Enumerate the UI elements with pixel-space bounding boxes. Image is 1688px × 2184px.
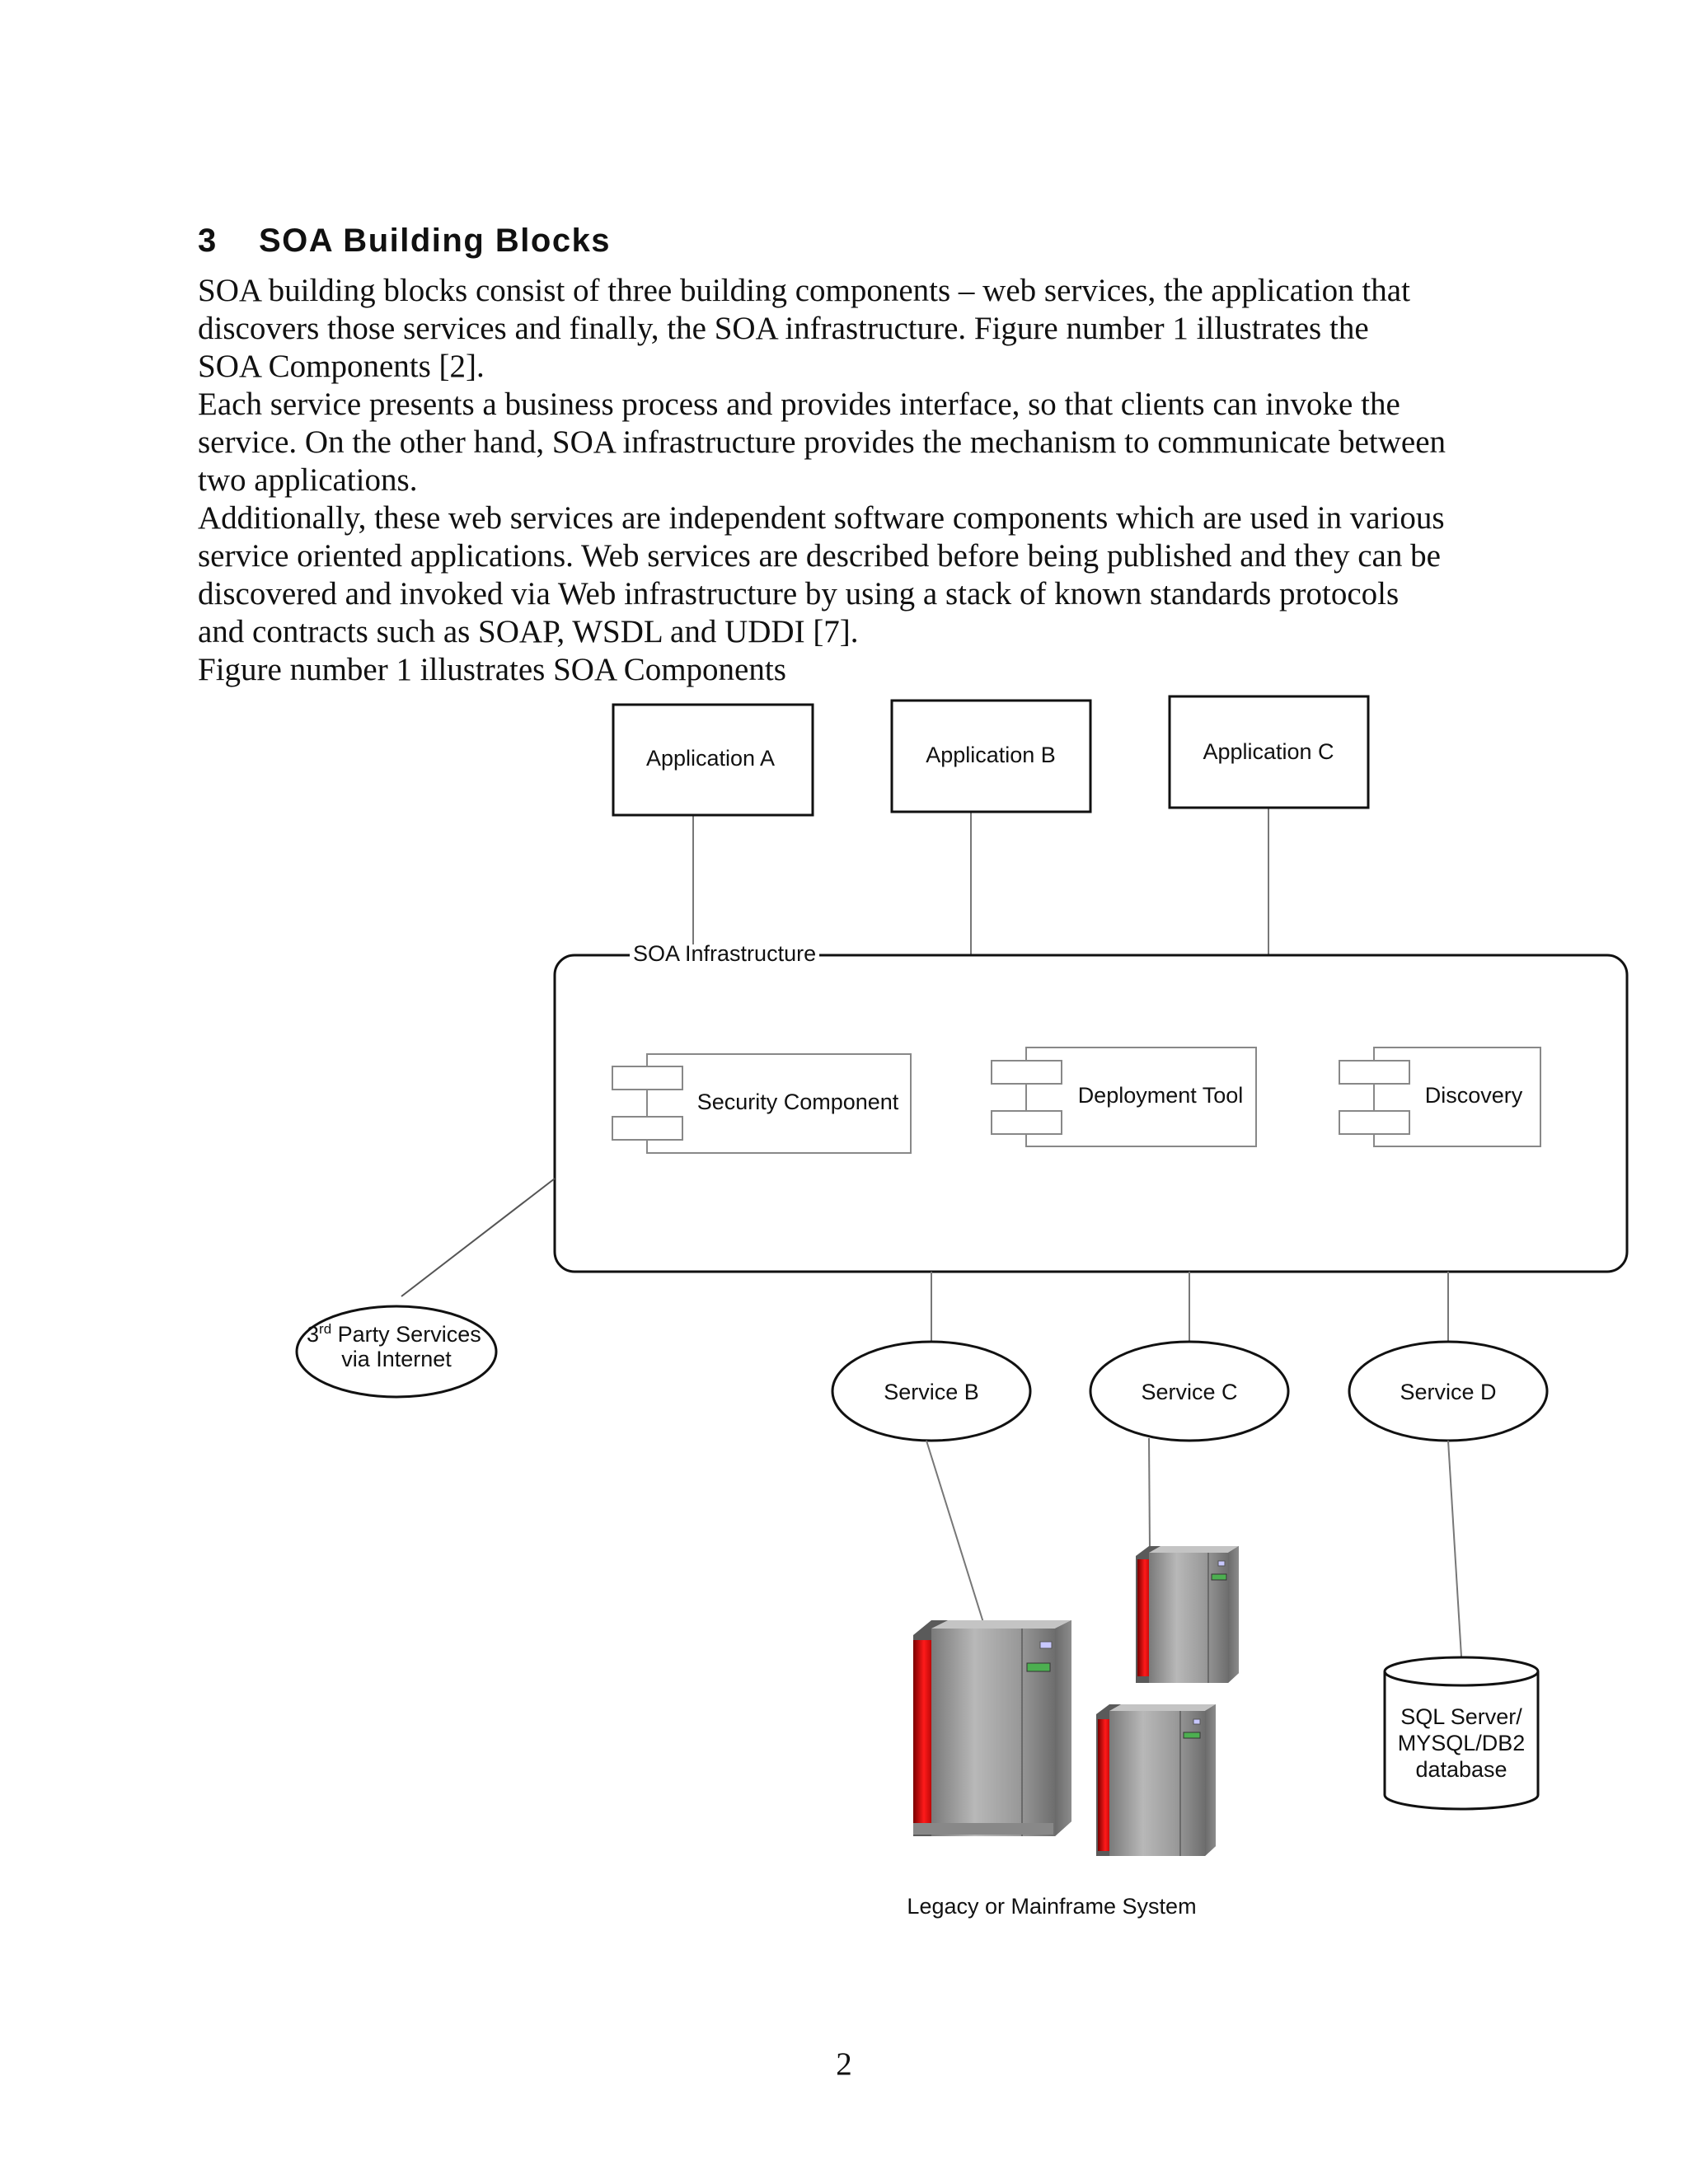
figure-caption: Figure number 1 illustrates SOA Componen… xyxy=(198,652,786,687)
discovery-label: Discovery xyxy=(1425,1083,1523,1108)
application-c-box: Application C xyxy=(1168,695,1370,809)
application-c-label: Application C xyxy=(1203,739,1334,764)
third-party-services-node: 3rd Party Services via Internet xyxy=(295,1305,498,1399)
paragraph-line: and contracts such as SOAP, WSDL and UDD… xyxy=(198,614,859,649)
database-label-line3: database xyxy=(1415,1757,1507,1782)
database-label-line1: SQL Server/ xyxy=(1400,1704,1522,1729)
large-mainframe-server-icon xyxy=(913,1620,1071,1836)
security-component-label: Security Component xyxy=(697,1090,899,1114)
application-b-label: Application B xyxy=(926,743,1056,767)
paragraph-line: SOA building blocks consist of three bui… xyxy=(198,273,1410,308)
deployment-tool-component: Deployment Tool xyxy=(991,1047,1257,1147)
connector-line xyxy=(926,1440,986,1629)
connector-line xyxy=(1447,1440,1462,1657)
paragraph-line: Each service presents a business process… xyxy=(198,387,1400,422)
section-title: SOA Building Blocks xyxy=(259,223,612,259)
third-party-label-line2: via Internet xyxy=(341,1347,452,1371)
paragraph-line: Additionally, these web services are ind… xyxy=(198,500,1445,536)
service-b-node: Service B xyxy=(831,1340,1032,1442)
soa-infrastructure-label: SOA Infrastructure xyxy=(633,941,816,966)
application-a-box: Application A xyxy=(612,703,814,817)
paragraph-line: discovered and invoked via Web infrastru… xyxy=(198,576,1400,612)
section-heading: 3 SOA Building Blocks xyxy=(198,223,611,260)
service-b-label: Service B xyxy=(884,1380,979,1404)
paragraph-line: two applications. xyxy=(198,462,418,498)
service-d-label: Service D xyxy=(1400,1380,1496,1404)
body-text: SOA building blocks consist of three bui… xyxy=(198,272,1582,689)
service-d-node: Service D xyxy=(1348,1340,1549,1442)
application-a-label: Application A xyxy=(646,746,775,771)
security-component: Security Component xyxy=(612,1053,912,1154)
page-number: 2 xyxy=(836,2046,852,2082)
database-label-line2: MYSQL/DB2 xyxy=(1398,1731,1526,1755)
paragraph-line: service oriented applications. Web servi… xyxy=(198,538,1441,574)
connector-line xyxy=(401,1178,556,1297)
section-number: 3 xyxy=(198,223,218,259)
service-c-label: Service C xyxy=(1141,1380,1237,1404)
third-party-number: 3 xyxy=(307,1322,319,1347)
third-party-superscript: rd xyxy=(319,1321,331,1337)
third-party-label-rest: Party Services xyxy=(331,1322,481,1347)
bottom-mainframe-server-icon xyxy=(1096,1704,1216,1856)
soa-infrastructure-container: SOA Infrastructure xyxy=(553,941,1629,1273)
paragraph-line: discovers those services and finally, th… xyxy=(198,311,1369,346)
paragraph-line: service. On the other hand, SOA infrastr… xyxy=(198,424,1447,460)
application-b-box: Application B xyxy=(890,699,1092,813)
mainframe-label: Legacy or Mainframe System xyxy=(907,1894,1196,1919)
top-mainframe-server-icon xyxy=(1136,1546,1239,1683)
connector-line xyxy=(1148,1437,1151,1550)
discovery-component: Discovery xyxy=(1339,1047,1541,1147)
service-c-node: Service C xyxy=(1089,1340,1290,1442)
third-party-label-line1: 3rd Party Services xyxy=(307,1321,481,1347)
deployment-tool-label: Deployment Tool xyxy=(1078,1083,1244,1108)
database-cylinder-icon: SQL Server/ MYSQL/DB2 database xyxy=(1383,1656,1540,1811)
paragraph-line: SOA Components [2]. xyxy=(198,349,485,384)
